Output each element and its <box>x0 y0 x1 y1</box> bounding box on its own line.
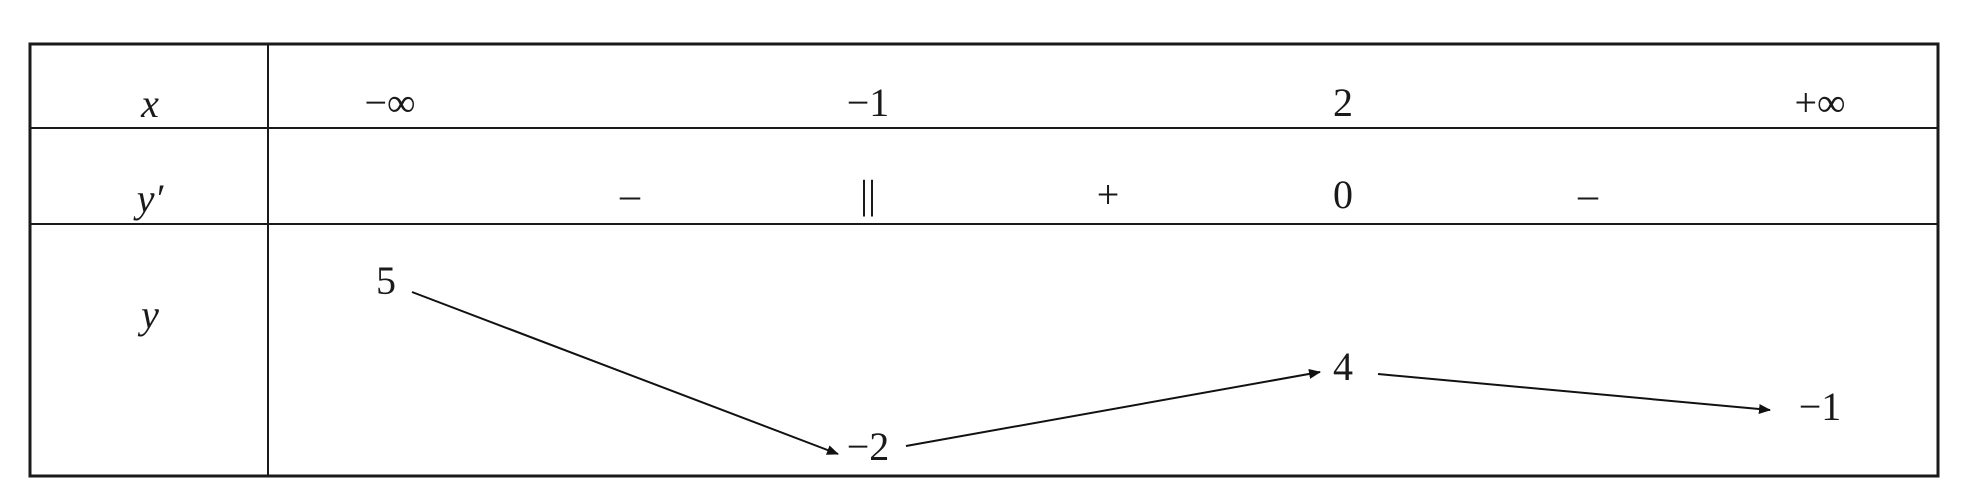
row-label-x: x <box>140 81 159 126</box>
row-label-y: y <box>137 292 159 337</box>
decreasing-arrow-2 <box>1377 373 1771 414</box>
y-value-at-2: 4 <box>1333 344 1353 389</box>
derivative-sign-2: + <box>1097 172 1120 217</box>
y-value-right-limit: −1 <box>1799 384 1842 429</box>
x-value-pos-infinity: +∞ <box>1794 80 1845 125</box>
x-value-minus-1: −1 <box>847 80 890 125</box>
row-label-yprime: y′ <box>133 176 165 221</box>
derivative-sign-1: – <box>619 172 641 217</box>
x-value-2: 2 <box>1333 80 1353 125</box>
increasing-arrow <box>905 369 1321 447</box>
table-border <box>28 42 1940 478</box>
y-value-left-limit: 5 <box>376 258 396 303</box>
derivative-undefined-marker: || <box>860 172 876 217</box>
x-value-neg-infinity: −∞ <box>364 80 415 125</box>
derivative-sign-3: – <box>1577 172 1599 217</box>
decreasing-arrow-1 <box>411 291 839 455</box>
derivative-zero: 0 <box>1333 172 1353 217</box>
y-value-at-minus-1: −2 <box>847 424 890 469</box>
